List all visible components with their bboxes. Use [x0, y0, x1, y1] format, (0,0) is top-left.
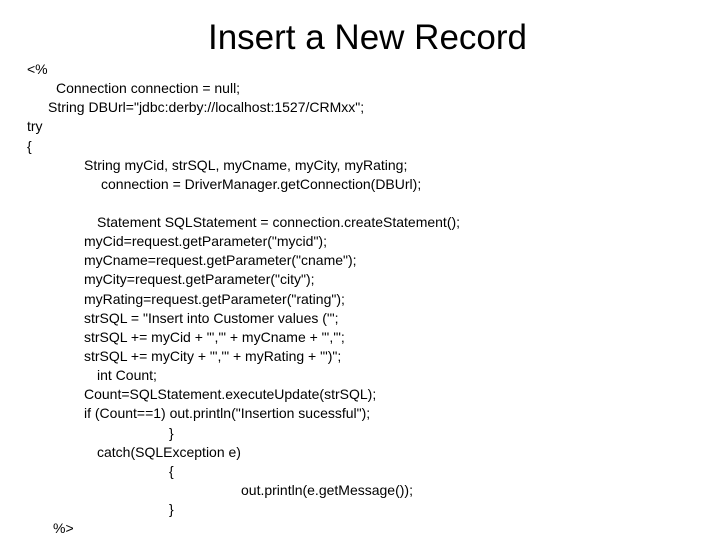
code-line: %> — [53, 520, 74, 536]
slide-title: Insert a New Record — [207, 18, 528, 57]
code-line: out.println(e.getMessage()); — [241, 482, 413, 498]
code-line: int Count; — [97, 367, 157, 383]
code-line: catch(SQLException e) — [97, 444, 241, 460]
code-line: Connection connection = null; — [56, 80, 241, 96]
code-line: String DBUrl="jdbc:derby://localhost:152… — [48, 99, 365, 115]
code-line: if (Count==1) out.println("Insertion suc… — [84, 405, 371, 421]
code-line: String myCid, strSQL, myCname, myCity, m… — [84, 157, 408, 173]
code-line: myCname=request.getParameter("cname"); — [84, 252, 357, 268]
code-line: <% — [27, 61, 48, 77]
code-line: strSQL += myCity + "','" + myRating + "'… — [84, 348, 342, 364]
code-line: { — [27, 138, 32, 154]
code-line: Statement SQLStatement = connection.crea… — [97, 214, 461, 230]
code-line: } — [169, 501, 174, 517]
code-line: connection = DriverManager.getConnection… — [101, 176, 422, 192]
code-line: Count=SQLStatement.executeUpdate(strSQL)… — [84, 386, 377, 402]
code-line: try — [27, 118, 43, 134]
code-line: { — [169, 463, 174, 479]
code-line: strSQL += myCid + "','" + myCname + "','… — [84, 329, 345, 345]
code-line: myCid=request.getParameter("mycid"); — [84, 233, 327, 249]
code-line: myCity=request.getParameter("city"); — [84, 271, 315, 287]
code-line: myRating=request.getParameter("rating"); — [84, 291, 345, 307]
code-line: strSQL = "Insert into Customer values ('… — [84, 310, 339, 326]
code-line: } — [169, 425, 174, 441]
